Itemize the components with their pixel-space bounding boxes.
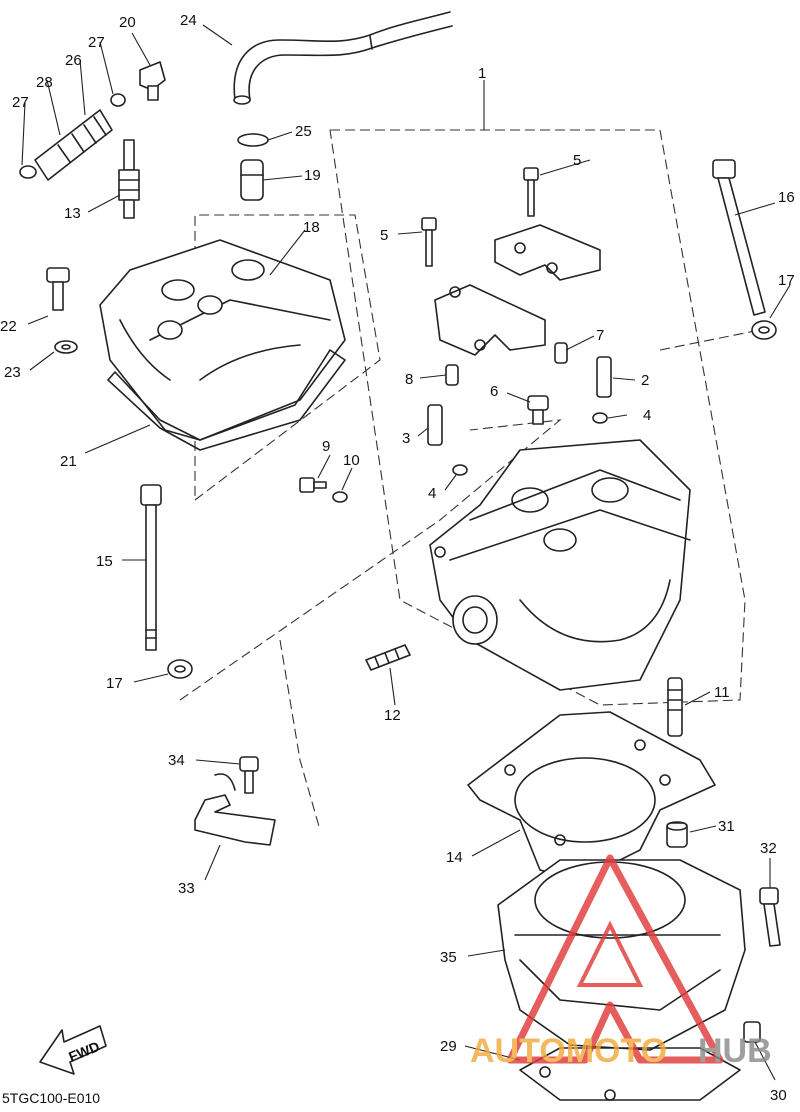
bolt-34 [239,756,259,794]
callout-21: 21 [60,453,77,470]
valve-guides-2-3 [427,356,612,446]
bolt-6 [527,395,549,425]
callout-11: 11 [714,684,730,701]
callout-30: 30 [770,1087,787,1104]
base-gasket-29 [519,1047,741,1101]
callout-7: 7 [596,327,604,344]
callout-9: 9 [322,438,330,455]
fwd-arrow-icon: FWD [39,1025,107,1075]
automotohub-logo: AUTOMOTO HUB [470,854,772,1070]
callout-16: 16 [778,189,795,206]
callout-17b: 17 [106,675,123,692]
assembly-dashed-lines [179,129,761,831]
bracket-33 [194,773,276,846]
elbow-fitting-20 [139,61,166,101]
callout-3: 3 [402,430,410,447]
callout-10: 10 [343,452,360,469]
clip-25 [237,133,269,147]
cylinder-head-gasket-14 [467,711,716,881]
callout-34: 34 [168,752,185,769]
callout-28: 28 [36,74,53,91]
callout-18: 18 [303,219,320,236]
callout-33: 33 [178,880,195,897]
callout-1: 1 [478,65,486,82]
callout-labels: 1 2 3 4 4 5 5 6 7 8 9 10 11 12 13 14 15 … [0,12,795,1104]
logo-triangle-icon [506,854,724,1064]
bolts-5 [421,167,539,267]
callout-35: 35 [440,949,457,966]
callout-17a: 17 [778,272,795,289]
bolt-32 [759,887,781,947]
dowel-30 [743,1021,761,1043]
hose-28-26 [34,109,113,181]
hose-fitting-19 [240,159,264,201]
leader-lines [21,24,791,1081]
callout-19: 19 [304,167,321,184]
callout-13: 13 [64,205,81,222]
stud-12 [365,644,411,671]
bolt-16 [712,159,766,316]
clamps-27 [19,93,126,179]
head-cover-18 [99,239,346,441]
bolt-15 [140,484,162,651]
callout-27b: 27 [12,94,29,111]
callout-14: 14 [446,849,463,866]
callout-29: 29 [440,1038,457,1055]
callout-4b: 4 [428,485,436,502]
callout-15: 15 [96,553,113,570]
logo-word-hub: HUB [698,1032,772,1070]
callout-27a: 27 [88,34,105,51]
callout-26: 26 [65,52,82,69]
breather-hose-24 [233,11,453,105]
callout-12: 12 [384,707,401,724]
cylinder-head-1 [429,439,691,691]
bolt-9-washer-10 [299,477,348,503]
spark-plug-13 [118,139,140,219]
callout-25: 25 [295,123,312,140]
callout-24: 24 [180,12,197,29]
callout-6: 6 [490,383,498,400]
dowel-31 [666,821,688,848]
logo-word-automoto: AUTOMOTO [470,1032,667,1070]
callout-4a: 4 [643,407,651,424]
bolt-22-washer-23 [46,267,78,354]
callout-20: 20 [119,14,136,31]
callout-2: 2 [641,372,649,389]
gasket-21 [107,349,346,451]
callout-31: 31 [718,818,735,835]
callout-5a: 5 [573,152,581,169]
diagram-code: 5TGC100-E010 [2,1090,100,1106]
callout-23: 23 [4,364,21,381]
callout-22: 22 [0,318,17,335]
orings-4 [452,412,608,476]
camshaft-caps [434,224,601,356]
callout-5b: 5 [380,227,388,244]
stud-11 [667,677,683,737]
callout-32: 32 [760,840,777,857]
callout-8: 8 [405,371,413,388]
washers-17 [167,320,777,679]
